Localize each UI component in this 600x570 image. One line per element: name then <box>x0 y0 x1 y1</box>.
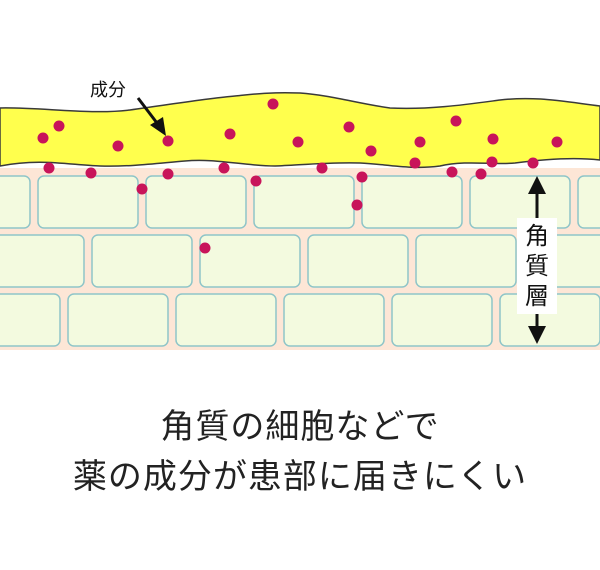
skin-cell <box>307 234 409 288</box>
medicine-particle <box>218 162 230 174</box>
skin-cell <box>0 293 61 347</box>
ingredient-pointer-arrow <box>136 97 166 136</box>
medicine-particle <box>551 136 563 148</box>
skin-cell <box>67 293 169 347</box>
skin-cell <box>91 234 193 288</box>
skin-cell <box>391 293 493 347</box>
medicine-particle <box>486 156 498 168</box>
stratum-label-char: 角 <box>525 222 549 250</box>
medicine-particle <box>292 136 304 148</box>
medicine-particle <box>446 166 458 178</box>
medicine-particle <box>199 242 211 254</box>
medicine-particle <box>250 175 262 187</box>
stratum-label-background <box>517 218 557 314</box>
medicine-particle <box>162 168 174 180</box>
medicine-particles <box>37 98 563 254</box>
medicine-particle <box>343 121 355 133</box>
ingredient-label: 成分 <box>90 80 126 101</box>
medicine-particle <box>409 157 421 169</box>
ointment-layer <box>0 91 600 169</box>
medicine-particle <box>112 140 124 152</box>
medicine-particle <box>162 135 174 147</box>
skin-cell <box>37 175 139 229</box>
skin-cell <box>199 234 301 288</box>
skin-cell <box>175 293 277 347</box>
medicine-particle <box>37 132 49 144</box>
skin-cell <box>577 175 600 229</box>
medicine-particle <box>351 199 363 211</box>
skin-cell <box>0 175 31 229</box>
medicine-particle <box>43 162 55 174</box>
skin-cell <box>283 293 385 347</box>
medicine-particle <box>356 171 368 183</box>
skin-cell <box>253 175 355 229</box>
medicine-particle <box>487 133 499 145</box>
medicine-particle <box>136 183 148 195</box>
caption-line-1: 角質の細胞などで <box>160 407 440 447</box>
skin-cell <box>0 234 85 288</box>
stratum-label-char: 質 <box>525 252 549 280</box>
medicine-particle <box>527 157 539 169</box>
medicine-particle <box>475 168 487 180</box>
medicine-particle <box>316 162 328 174</box>
caption-line-2: 薬の成分が患部に届きにくい <box>72 457 528 497</box>
medicine-particle <box>224 128 236 140</box>
medicine-particle <box>450 115 462 127</box>
medicine-particle <box>414 136 426 148</box>
skin-cell <box>415 234 517 288</box>
medicine-particle <box>85 167 97 179</box>
medicine-particle <box>365 145 377 157</box>
stratum-label-char: 層 <box>525 282 549 310</box>
medicine-particle <box>267 98 279 110</box>
skin-cell <box>145 175 247 229</box>
medicine-particle <box>53 120 65 132</box>
skin-cell <box>361 175 463 229</box>
